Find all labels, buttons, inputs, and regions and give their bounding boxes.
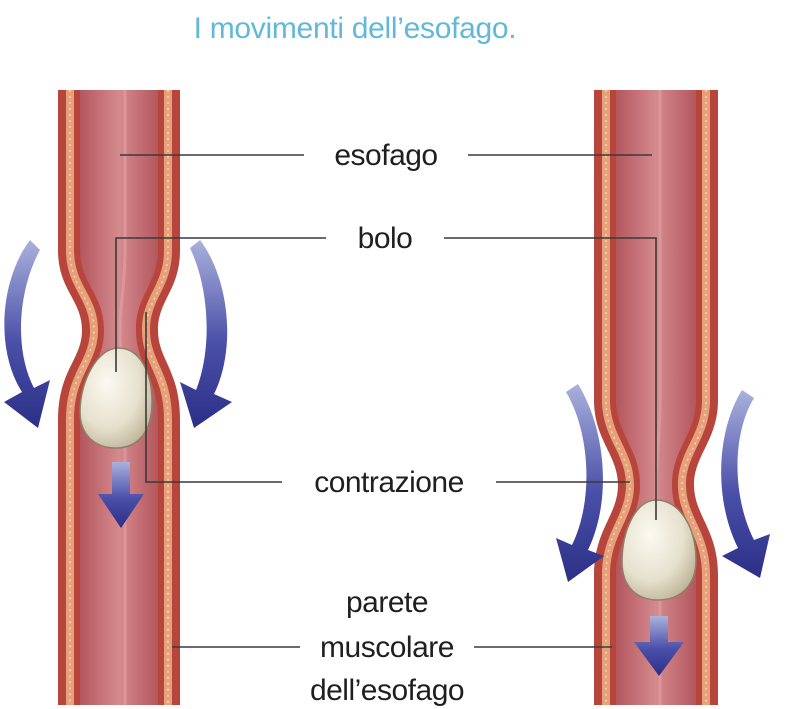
label-bolo: bolo [358,222,413,255]
bolus-left [79,347,153,449]
curved-arrow-icon [721,390,770,578]
diagram-title: I movimenti dell’esofago. [194,12,517,45]
label-esofago: esofago [334,139,437,172]
down-arrow-icon [634,616,684,676]
label-contrazione: contrazione [314,466,464,499]
leader-lines [115,154,657,648]
label-dell-esofago: dell’esofago [310,674,464,707]
bolus-right [621,499,697,601]
curved-arrow-icon [180,240,232,428]
curved-arrow-icon [4,240,50,428]
down-arrow-icon [98,462,144,528]
label-parete: parete [346,586,428,619]
curved-arrow-icon [556,384,604,582]
label-muscolare: muscolare [320,631,454,664]
